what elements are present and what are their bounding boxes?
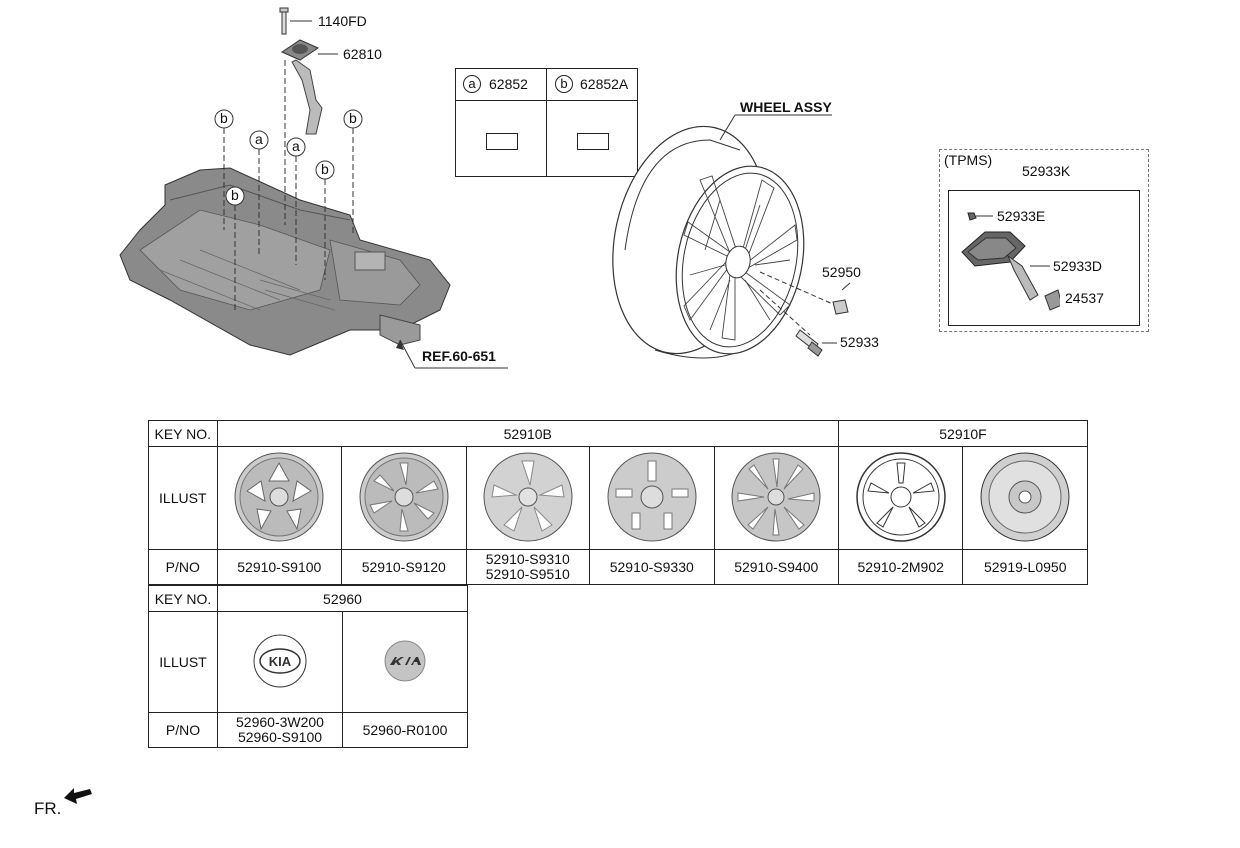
pno-cell-5: 52910-S9400 bbox=[713, 549, 839, 585]
group-52910b-header: 52910B bbox=[216, 420, 839, 447]
floor-marker-lines bbox=[223, 60, 354, 310]
floor-marker-circles bbox=[214, 109, 363, 206]
pno-3b: 52910-S9510 bbox=[485, 566, 570, 582]
illust-header: ILLUST bbox=[148, 446, 218, 550]
a-mark-circle: a bbox=[463, 75, 481, 93]
kia-emblem-oval-icon: KIA bbox=[253, 634, 307, 687]
pno-header: P/NO bbox=[148, 549, 218, 585]
emblem-pno-1b: 52960-S9100 bbox=[237, 729, 323, 745]
pno-5: 52910-S9400 bbox=[734, 558, 819, 575]
emblem-illust-1: KIA bbox=[217, 611, 343, 713]
plug-b-icon bbox=[577, 133, 609, 150]
pno-cell-1: 52910-S9100 bbox=[216, 549, 343, 585]
emblem-pno-cell-2: 52960-R0100 bbox=[342, 712, 468, 748]
alloy-wheel-3-icon bbox=[483, 452, 573, 541]
lug-nut-icon bbox=[832, 299, 849, 315]
tpms-valve-label: 52933D bbox=[1053, 258, 1103, 274]
wheel-illust-2 bbox=[341, 446, 467, 550]
wheel-illust-3 bbox=[465, 446, 591, 550]
emblem-text: KIA bbox=[269, 654, 292, 669]
bolt-1140fd-icon bbox=[279, 7, 289, 35]
ref-label: REF.60-651 bbox=[422, 348, 496, 364]
wheel-illust-7 bbox=[962, 446, 1088, 550]
alloy-wheel-4-icon bbox=[607, 452, 697, 541]
jack-bracket-icon bbox=[280, 39, 323, 135]
emblem-table: KEY NO. 52960 ILLUST KIA P/NO 52960-3W20… bbox=[148, 585, 468, 748]
pno-cell-7: 52919-L0950 bbox=[962, 549, 1088, 585]
steel-wheel-icon bbox=[855, 451, 946, 542]
floor-marker-4: b bbox=[349, 110, 357, 126]
pno-cell-6: 52910-2M902 bbox=[837, 549, 964, 585]
jack-bracket-label: 62810 bbox=[343, 46, 382, 62]
pno-4: 52910-S9330 bbox=[609, 558, 694, 575]
wheel-illust-6 bbox=[837, 446, 964, 550]
pno-1: 52910-S9100 bbox=[237, 558, 322, 575]
illust-header-2: ILLUST bbox=[148, 611, 218, 713]
wheel-table: KEY NO. 52910B 52910F ILLUST bbox=[148, 420, 1089, 585]
key-no-header: KEY NO. bbox=[148, 420, 218, 447]
floor-marker-5: b bbox=[321, 161, 329, 177]
group-52910f-header: 52910F bbox=[837, 420, 1089, 447]
spare-wheel-icon bbox=[980, 452, 1070, 541]
kia-emblem-new-icon bbox=[384, 640, 426, 681]
floor-marker-6: b bbox=[231, 187, 239, 203]
pno-6: 52910-2M902 bbox=[857, 558, 944, 575]
alloy-wheel-1-icon bbox=[234, 452, 324, 541]
tpms-title: (TPMS) bbox=[944, 152, 993, 168]
key-no-header-2: KEY NO. bbox=[148, 585, 218, 612]
tpms-cap-icon bbox=[1044, 289, 1060, 311]
pno-cell-2: 52910-S9120 bbox=[341, 549, 467, 585]
emblem-pno-1a: 52960-3W200 bbox=[236, 714, 324, 730]
tpms-cap-label: 24537 bbox=[1065, 290, 1104, 306]
floor-marker-1: b bbox=[220, 110, 228, 126]
ab-divider-h bbox=[456, 100, 637, 101]
wheel-illust-5 bbox=[713, 446, 839, 550]
ab-divider-v bbox=[546, 69, 547, 176]
ab-parts-box: a 62852 b 62852A bbox=[455, 68, 638, 177]
emblem-illust-2 bbox=[342, 611, 468, 713]
tpms-box bbox=[939, 149, 1149, 332]
front-direction-label: FR. bbox=[34, 799, 62, 818]
pno-7: 52919-L0950 bbox=[983, 558, 1067, 575]
nut-label: 52950 bbox=[822, 264, 861, 280]
alloy-wheel-2-icon bbox=[359, 452, 449, 541]
wheel-illust-4 bbox=[589, 446, 715, 550]
pno-header-2: P/NO bbox=[148, 712, 218, 748]
floor-marker-3: a bbox=[292, 138, 300, 154]
wheel-assy-drawing bbox=[612, 114, 851, 359]
tpms-valve-icon bbox=[1006, 254, 1039, 301]
group-52960-header: 52960 bbox=[217, 585, 468, 612]
tpms-screw-icon bbox=[967, 212, 977, 221]
wheel-spokes-icon bbox=[683, 175, 798, 341]
front-arrow-icon bbox=[64, 788, 92, 804]
pno-cell-4: 52910-S9330 bbox=[589, 549, 715, 585]
floor-marker-2: a bbox=[255, 131, 263, 147]
bolt-label: 1140FD bbox=[318, 13, 367, 29]
tpms-inner-box bbox=[948, 190, 1140, 326]
alloy-wheel-5-icon bbox=[731, 452, 821, 541]
floor-panel-drawing bbox=[119, 7, 508, 369]
plug-a-icon bbox=[486, 133, 518, 150]
a-part-label: 62852 bbox=[489, 76, 528, 92]
valve-label: 52933 bbox=[840, 334, 879, 350]
pno-2: 52910-S9120 bbox=[361, 558, 446, 575]
tpms-drawing bbox=[961, 212, 1060, 311]
emblem-pno-2: 52960-R0100 bbox=[362, 721, 448, 738]
valve-stem-icon bbox=[795, 329, 823, 357]
tpms-screw-label: 52933E bbox=[997, 208, 1046, 224]
wheel-assy-label: WHEEL ASSY bbox=[740, 99, 832, 115]
pno-3a: 52910-S9310 bbox=[485, 551, 570, 567]
b-mark-circle: b bbox=[555, 75, 573, 93]
wheel-illust-1 bbox=[216, 446, 343, 550]
b-part-label: 62852A bbox=[580, 76, 629, 92]
tpms-assy-label: 52933K bbox=[1022, 163, 1071, 179]
